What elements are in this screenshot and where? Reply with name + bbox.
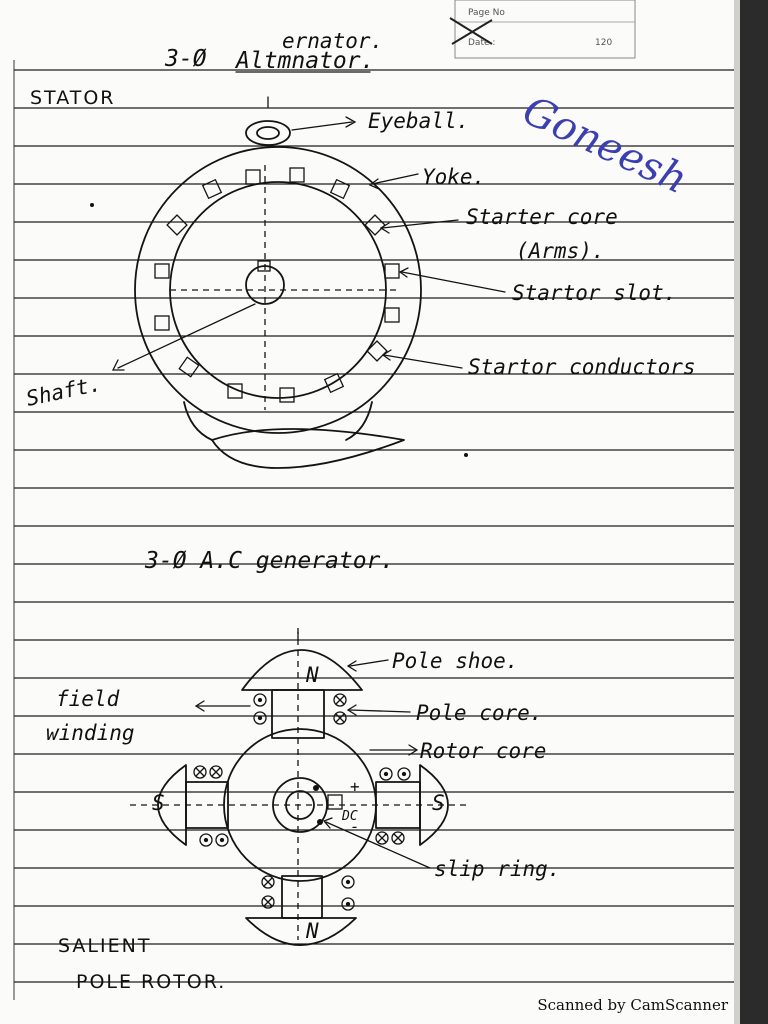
rotor-core-label: Rotor core — [420, 739, 546, 763]
top-pole-letter: N — [305, 663, 319, 687]
rotor-diagram — [130, 628, 470, 946]
stator-heading: STATOR — [30, 87, 115, 109]
pole-shoe-label: Pole shoe. — [392, 649, 518, 673]
stator-conductors-label: Startor conductors — [468, 355, 696, 379]
stator-slots — [154, 167, 400, 403]
section1-title-word: Altmnator. — [234, 48, 374, 74]
page-number-box: Page No Date : 120 — [454, 0, 636, 59]
right-pole-core — [375, 781, 421, 829]
yoke-outline — [134, 146, 422, 434]
shaft-label: Shaft. — [24, 372, 103, 411]
rotor-arrows — [194, 659, 431, 869]
page-edge-shadow — [738, 0, 768, 1024]
yoke-label: Yoke. — [422, 165, 485, 189]
date-label: Date : — [468, 38, 495, 48]
caption-line-2: POLE ROTOR. — [76, 971, 226, 993]
right-pole-letter: S — [432, 791, 445, 815]
field-winding-conductors — [193, 693, 411, 911]
left-pole-shoe — [157, 764, 187, 846]
stator-base — [211, 428, 405, 469]
top-pole-shoe — [241, 649, 363, 691]
stator-arrows — [111, 116, 506, 371]
bottom-pole-shoe — [245, 917, 357, 946]
left-pole-core — [185, 781, 229, 829]
slip-ring-outer — [272, 777, 328, 833]
stator-core-sub-label: (Arms). — [516, 239, 605, 263]
slip-ring-label: slip ring. — [434, 857, 560, 881]
minus-sign: - — [350, 817, 360, 836]
field-winding-label-2: winding — [46, 721, 135, 745]
section2-title: 3-Ø A.C generator. — [144, 548, 394, 574]
plus-sign: + — [350, 777, 360, 796]
stator-slot-label: Startor slot. — [512, 281, 676, 305]
field-winding-label-1: field — [56, 687, 120, 711]
section1-title-correction: ernator. — [282, 29, 383, 53]
stator-diagram — [134, 96, 422, 469]
right-pole-shoe — [419, 764, 449, 846]
scanner-watermark: Scanned by CamScanner — [537, 996, 728, 1014]
eyeball-label: Eyeball. — [368, 109, 469, 133]
stator-core-outline — [169, 181, 387, 399]
ruled-lines — [13, 60, 734, 1000]
page-number-value: 120 — [595, 38, 612, 48]
bottom-pole-letter: N — [305, 919, 319, 943]
signature-text: Goneesh — [516, 87, 694, 203]
left-pole-letter: S — [152, 791, 165, 815]
section1-title-prefix: 3-Ø — [164, 46, 207, 72]
pole-core-label: Pole core. — [416, 701, 542, 725]
caption-line-1: SALIENT — [58, 935, 151, 957]
stator-core-label: Starter core — [466, 205, 618, 229]
bottom-pole-core — [281, 875, 323, 919]
page-no-label: Page No — [468, 8, 505, 18]
top-pole-core — [271, 689, 325, 739]
dc-label: DC — [341, 809, 358, 824]
eyeball-ring — [245, 120, 291, 146]
slip-ring-inner — [285, 790, 315, 820]
